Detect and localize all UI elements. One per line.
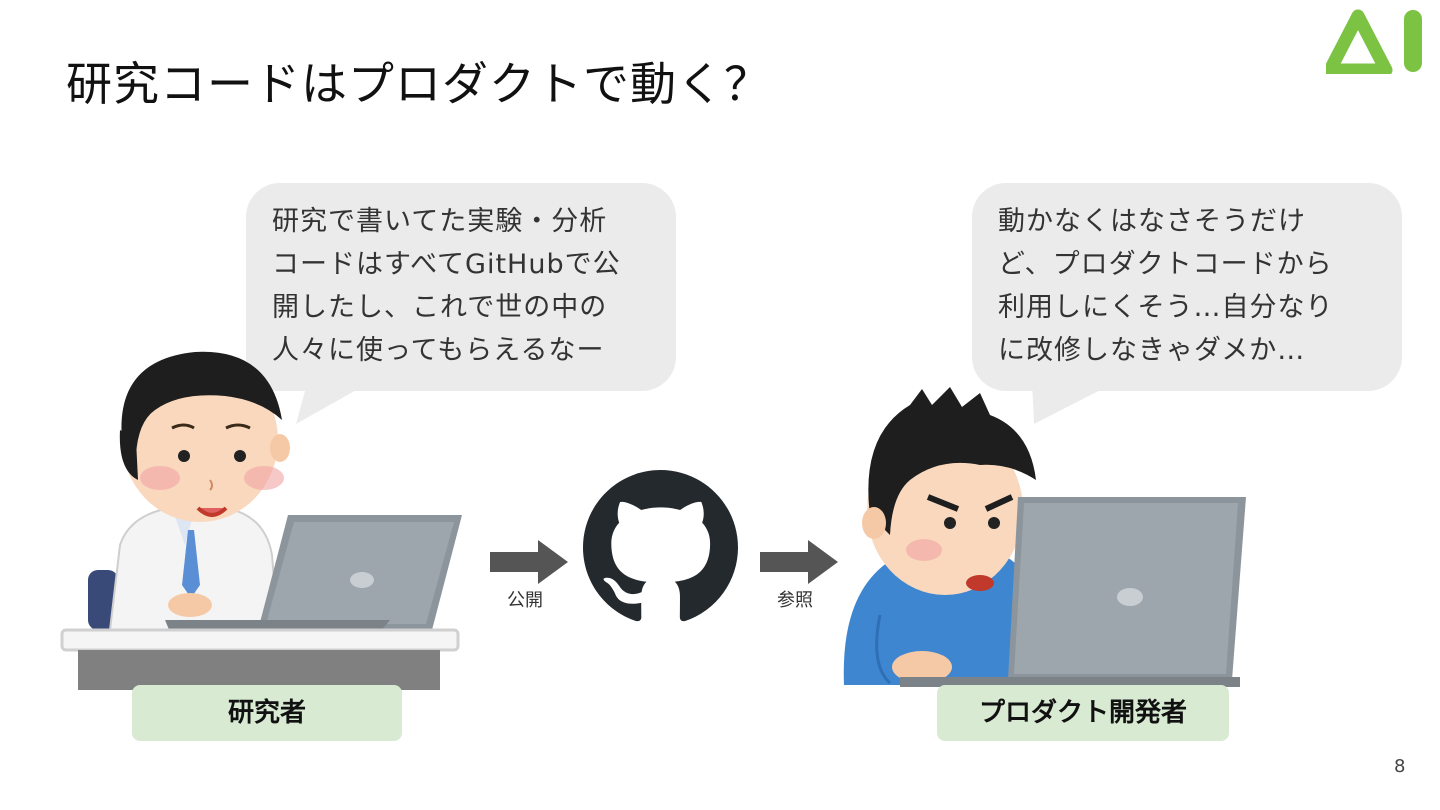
reference-arrow	[760, 540, 838, 584]
developer-speech-bubble: 動かなくはなさそうだけ ど、プロダクトコードから 利用しにくそう…自分なり に改…	[972, 183, 1402, 391]
bubble-line: コードはすべてGitHubで公	[272, 249, 621, 280]
page-number: 8	[1394, 756, 1406, 777]
researcher-speech-bubble: 研究で書いてた実験・分析 コードはすべてGitHubで公 開したし、これで世の中…	[246, 183, 676, 391]
speech-bubble-tail	[1032, 380, 1120, 424]
slide-title: 研究コードはプロダクトで動く？	[66, 57, 771, 111]
bubble-line: 人々に使ってもらえるなー	[272, 335, 605, 366]
bubble-line: 動かなくはなさそうだけ	[998, 206, 1306, 237]
bubble-line: 開したし、これで世の中の	[272, 292, 608, 323]
company-logo	[1326, 9, 1422, 74]
publish-arrow	[490, 540, 568, 584]
speech-bubble-tail	[296, 380, 374, 424]
researcher-label: 研究者	[132, 685, 402, 741]
github-icon	[583, 470, 738, 622]
developer-label: プロダクト開発者	[937, 685, 1229, 741]
developer-illustration	[843, 387, 1246, 687]
bubble-line: ど、プロダクトコードから	[998, 249, 1333, 280]
bubble-line: 研究で書いてた実験・分析	[272, 206, 608, 237]
reference-label: 参照	[777, 590, 813, 611]
publish-label: 公開	[507, 590, 543, 611]
researcher-illustration	[60, 351, 462, 690]
bubble-line: に改修しなきゃダメか…	[998, 335, 1306, 366]
bubble-line: 利用しにくそう…自分なり	[998, 292, 1334, 323]
